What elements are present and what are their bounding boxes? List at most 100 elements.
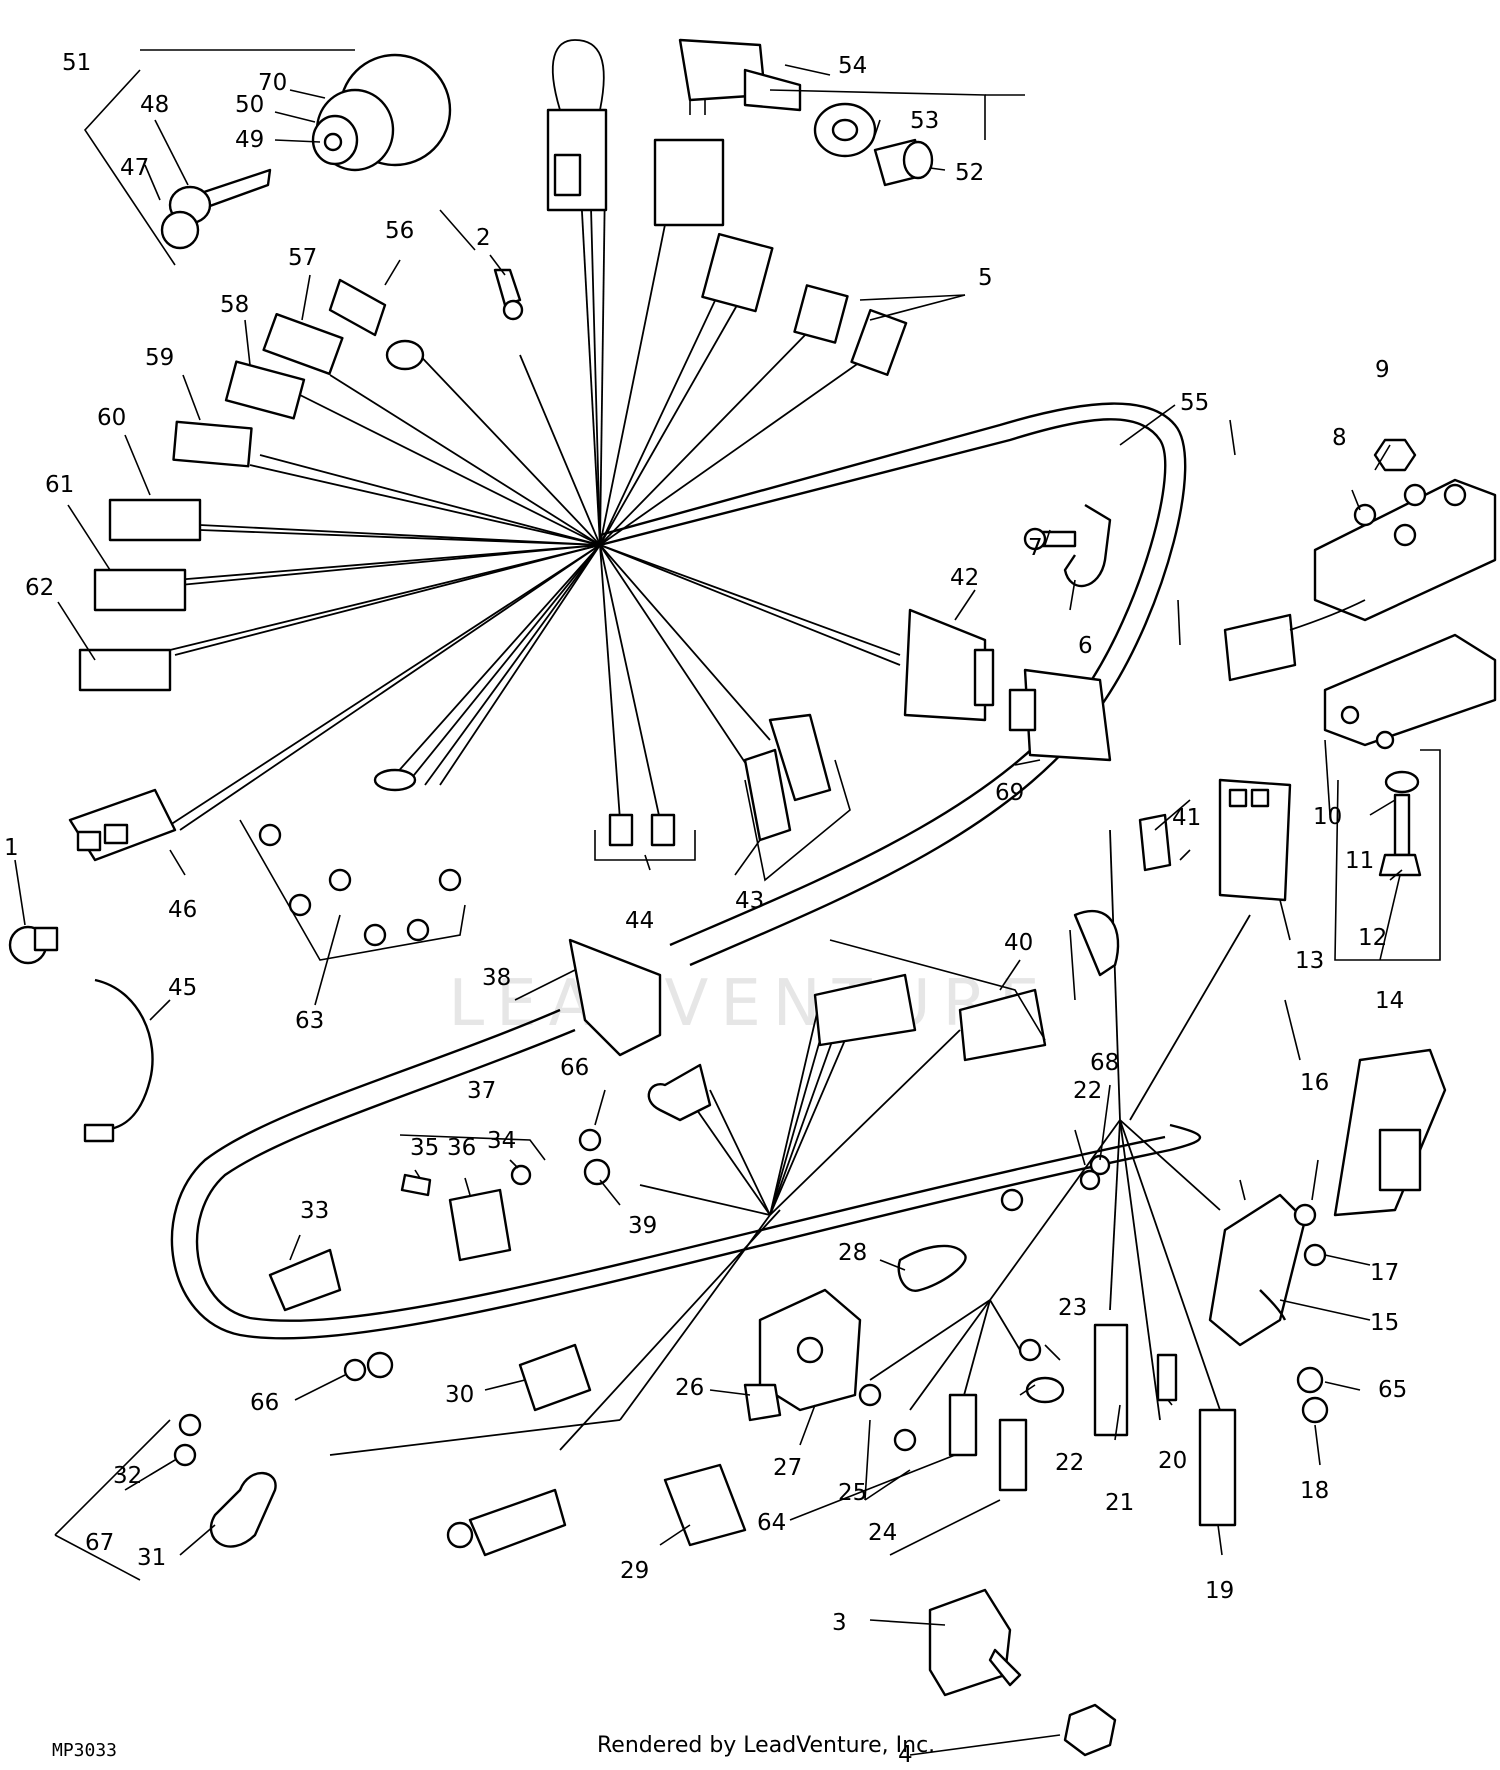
bulbs-44: [594, 813, 696, 861]
loop-connector: [546, 39, 725, 227]
module-8: [1313, 478, 1497, 622]
callout-14: 14: [1375, 988, 1404, 1014]
callout-35: 35: [410, 1135, 439, 1161]
callout-24: 24: [868, 1520, 897, 1546]
callout-17: 17: [1370, 1260, 1399, 1286]
switch-assembly-37: [399, 1134, 546, 1262]
callout-37: 37: [467, 1078, 496, 1104]
callout-31: 31: [137, 1545, 166, 1571]
callout-11: 11: [1345, 848, 1374, 874]
callout-65: 65: [1378, 1377, 1407, 1403]
callout-15: 15: [1370, 1310, 1399, 1336]
callout-45: 45: [168, 975, 197, 1001]
callout-57: 57: [288, 245, 317, 271]
callout-9: 9: [1375, 357, 1390, 383]
callout-22-lower: 22: [1055, 1450, 1084, 1476]
callout-4: 4: [898, 1742, 913, 1768]
connectors-43: [743, 713, 851, 882]
terminal-32: [178, 1413, 202, 1437]
callout-47: 47: [120, 155, 149, 181]
nut-4: [1063, 1703, 1117, 1757]
callout-labels: 1 2 3 4 5 6 7 8 9 10 11 12 13 14 15 16 1…: [4, 50, 1407, 1768]
switch-kit-bracket: [769, 89, 986, 140]
connector-42: [903, 608, 995, 722]
terminal-25b: [893, 1428, 917, 1452]
callout-66-lower: 66: [250, 1390, 279, 1416]
connector-13: [1218, 778, 1292, 902]
callout-16: 16: [1300, 1070, 1329, 1096]
box-14: [1333, 1048, 1447, 1217]
callout-58: 58: [220, 292, 249, 318]
callout-64: 64: [757, 1510, 786, 1536]
bulb-socket-2: [493, 268, 524, 321]
callout-62: 62: [25, 575, 54, 601]
connector-59: [172, 420, 253, 468]
connector-58: [224, 360, 306, 420]
connector-64: [948, 1393, 978, 1457]
lower-harness-loop: [170, 1008, 1202, 1340]
connector-60: [108, 498, 202, 542]
callout-6: 6: [1078, 633, 1093, 659]
connector-near-39: [647, 1063, 712, 1122]
callout-22-upper: 22: [1073, 1078, 1102, 1104]
toggle-switch-3: [928, 1588, 1022, 1697]
callout-51: 51: [62, 50, 91, 76]
connector-24: [998, 1418, 1028, 1492]
fuse-20: [1156, 1353, 1178, 1402]
washer-17: [1303, 1243, 1327, 1267]
connector-62: [78, 648, 172, 692]
callout-61: 61: [45, 472, 74, 498]
bracket-10: [1323, 633, 1497, 750]
callout-10: 10: [1313, 804, 1342, 830]
washer-22-upper: [1079, 1169, 1101, 1191]
elbow-31: [209, 1471, 277, 1548]
callout-12: 12: [1358, 925, 1387, 951]
callout-48: 48: [140, 92, 169, 118]
switch-15: [1208, 1193, 1307, 1347]
callout-20: 20: [1158, 1448, 1187, 1474]
callout-28: 28: [838, 1240, 867, 1266]
connector-30: [518, 1343, 592, 1412]
washer-67: [173, 1443, 197, 1467]
terminal-25a: [858, 1383, 882, 1407]
ignition-key: [160, 168, 272, 250]
connectors-40: [813, 939, 1047, 1062]
ring-39: [583, 1158, 611, 1186]
fuse-holder-69: [1008, 668, 1112, 762]
callout-34: 34: [487, 1128, 516, 1154]
callout-2: 2: [476, 225, 491, 251]
connector-21: [1093, 1323, 1129, 1437]
callout-32: 32: [113, 1463, 142, 1489]
switch-washer: [813, 102, 877, 158]
key-kit-bracket: [83, 49, 355, 266]
connector-41: [1069, 813, 1191, 1001]
credit-text: Rendered by LeadVenture, Inc.: [597, 1733, 936, 1758]
main-harness-loop: [599, 418, 1167, 947]
hose-28: [897, 1244, 967, 1292]
callout-50: 50: [235, 92, 264, 118]
callout-3: 3: [832, 1610, 847, 1636]
washer-66-upper: [578, 1128, 602, 1152]
leader-lines: [14, 64, 1403, 1756]
callout-8: 8: [1332, 425, 1347, 451]
callout-27: 27: [773, 1455, 802, 1481]
connector-56: [328, 278, 425, 371]
callout-21: 21: [1105, 1490, 1134, 1516]
callout-19: 19: [1205, 1578, 1234, 1604]
ring-terminals-63: [239, 768, 466, 961]
connector-29: [663, 1463, 747, 1547]
nut-18: [1301, 1396, 1329, 1424]
callout-49: 49: [235, 127, 264, 153]
callout-41: 41: [1172, 805, 1201, 831]
callout-63: 63: [295, 1008, 324, 1034]
lower-harness-loop-inner: [195, 1028, 1166, 1322]
washer-bolt-11-12: [1334, 749, 1441, 961]
plug-connector: [446, 1488, 567, 1557]
connector-61: [93, 568, 187, 612]
switch-cap: [873, 138, 934, 187]
drawing-code: MP3033: [52, 1740, 118, 1761]
callout-56: 56: [385, 218, 414, 244]
callout-39: 39: [628, 1213, 657, 1239]
clamp-6: [1063, 503, 1112, 588]
